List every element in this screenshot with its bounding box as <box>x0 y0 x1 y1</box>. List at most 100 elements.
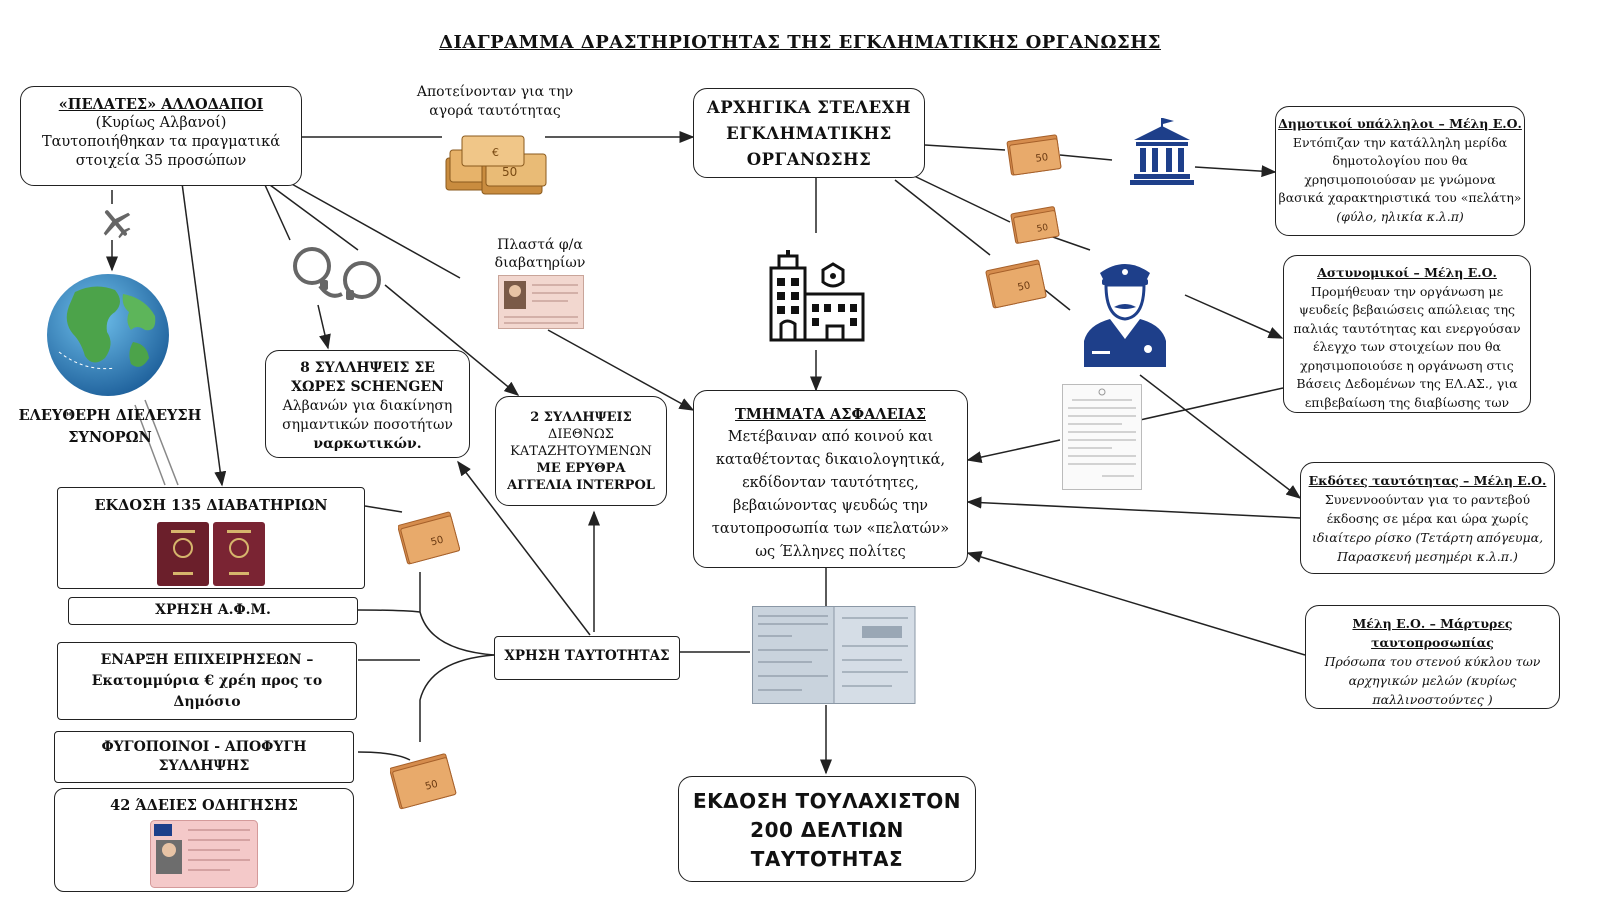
municipal-line1: Εντόπιζαν την κατάλληλη μερίδα <box>1292 134 1508 150</box>
interpol-line2: ΔΙΕΘΝΩΣ <box>547 427 614 442</box>
clients-box: «ΠΕΛΑΤΕΣ» ΑΛΛΟΔΑΠΟΙ (Κυρίως Αλβανοί) Ταυ… <box>20 86 302 186</box>
issue-ids-box: ΕΚΔΟΣΗ ΤΟΥΛΑΧΙΣΤΟΝ 200 ΔΕΛΤΙΩΝ ΤΑΥΤΟΤΗΤΑ… <box>678 776 976 882</box>
diagram-title: ΔΙΑΓΡΑΜΜΑ ΔΡΑΣΤΗΡΙΟΤΗΤΑΣ ΤΗΣ ΕΓΚΛΗΜΑΤΙΚΗ… <box>439 32 1161 53</box>
plastic-passports-label: Πλαστά φ/α διαβατηρίων <box>480 236 600 272</box>
svg-text:50: 50 <box>502 165 517 179</box>
plastic-line1: Πλαστά φ/α <box>497 237 583 253</box>
witnesses-line1: Πρόσωπα του στενού κύκλου των <box>1324 654 1541 669</box>
business-line1: ΕΝΑΡΞΗ ΕΠΙΧΕΙΡΗΣΕΩΝ – <box>100 652 314 668</box>
id-use-box: ΧΡΗΣΗ ΤΑΥΤΟΤΗΤΑΣ <box>494 636 680 680</box>
leaders-line3: ΟΡΓΑΝΩΣΗΣ <box>746 150 872 169</box>
airplane-icon <box>103 210 131 239</box>
witnesses-line2: αρχηγικών μελών (κυρίως <box>1348 673 1517 688</box>
schengen-line1: 8 ΣΥΛΛΗΨΕΙΣ ΣΕ <box>300 360 435 376</box>
handcuffs-icon <box>293 247 381 300</box>
schengen-line5: ναρκωτικών. <box>313 436 422 452</box>
business-line2: Εκατομμύρια € χρέη προς το <box>91 673 323 689</box>
interpol-line1: 2 ΣΥΛΛΗΨΕΙΣ <box>530 410 632 425</box>
money-notes-icon-1: 50 <box>1006 134 1062 176</box>
leaders-line2: ΕΓΚΛΗΜΑΤΙΚΗΣ <box>726 124 892 143</box>
security-box: ΤΜΗΜΑΤΑ ΑΣΦΑΛΕΙΑΣ Μετέβαιναν από κοινού … <box>693 390 968 568</box>
business-line3: Δημόσιο <box>173 694 241 710</box>
security-line2: καταθέτοντας δικαιολογητικά, <box>715 452 946 468</box>
svg-text:50: 50 <box>1035 152 1049 165</box>
approach-line1: Αποτείνονταν για την <box>416 84 574 100</box>
clients-heading: «ΠΕΛΑΤΕΣ» ΑΛΛΟΔΑΠΟΙ <box>58 96 264 113</box>
police-line5: χρησιμοποιούσε η οργάνωση στις <box>1300 357 1514 373</box>
police-heading: Αστυνομικοί – Μέλη Ε.Ο. <box>1317 265 1497 280</box>
passport-photo-page-icon <box>498 275 584 329</box>
money-notes-icon-3: 50 <box>985 259 1047 309</box>
police-line7: επιβεβαίωση της διαβίωσης των <box>1304 394 1510 410</box>
police-line1: Προμήθευαν την οργάνωση με <box>1310 283 1504 299</box>
business-box: ΕΝΑΡΞΗ ΕΠΙΧΕΙΡΗΣΕΩΝ – Εκατομμύρια € χρέη… <box>57 642 357 720</box>
clients-line2: Ταυτοποιήθηκαν τα πραγματικά <box>41 134 281 150</box>
municipal-heading: Δημοτικοί υπάλληλοι – Μέλη Ε.Ο. <box>1278 116 1522 131</box>
police-station-icon <box>769 250 865 342</box>
svg-text:50: 50 <box>1017 280 1032 293</box>
issue-ids-line2: 200 ΔΕΛΤΙΩΝ <box>750 818 904 842</box>
security-line5: ταυτοπροσωπία των «πελατών» <box>711 521 950 537</box>
issuers-heading: Εκδότες ταυτότητας – Μέλη Ε.Ο. <box>1308 473 1547 488</box>
id-card-document-icon <box>752 606 916 704</box>
afm-box: ΧΡΗΣΗ Α.Φ.Μ. <box>68 597 358 625</box>
passports-icon <box>157 522 265 586</box>
police-line2: ψευδείς βεβαιώσεις απώλειας της <box>1298 302 1516 317</box>
money-notes-icon-2: 50 <box>1010 206 1060 244</box>
approach-line2: αγορά ταυτότητας <box>429 103 561 119</box>
police-box: Αστυνομικοί – Μέλη Ε.Ο. Προμήθευαν την ο… <box>1283 255 1531 413</box>
licenses-box: 42 ΆΔΕΙΕΣ ΟΔΗΓΗΣΗΣ <box>54 788 354 892</box>
witnesses-box: Μέλη Ε.Ο. – Μάρτυρες ταυτοπροσωπίας Πρόσ… <box>1305 605 1560 709</box>
leaders-line1: ΑΡΧΗΓΙΚΑ ΣΤΕΛΕΧΗ <box>706 98 912 117</box>
police-line4: έλεγχο των στοιχείων που θα <box>1313 339 1501 354</box>
interpol-line5: ΑΓΓΕΛΙΑ INTERPOL <box>507 478 655 493</box>
issuers-line1: Συνεννοούνταν για το ραντεβού <box>1324 492 1531 507</box>
free-movement-line1: ΕΛΕΥΘΕΡΗ ΔΙΕΛΕΥΣΗ <box>18 407 202 424</box>
witnesses-heading1: Μέλη Ε.Ο. – Μάρτυρες <box>1352 616 1513 631</box>
witnesses-line3: παλλινοστούντες ) <box>1372 692 1493 707</box>
police-line3: παλιάς ταυτότητας και ενεργούσαν <box>1293 320 1521 336</box>
approach-label: Αποτείνονταν για την αγορά ταυτότητας <box>400 83 590 121</box>
municipal-line3: χρησιμοποιούσαν με γνώμονα <box>1304 171 1496 187</box>
id-use-label: ΧΡΗΣΗ ΤΑΥΤΟΤΗΤΑΣ <box>504 648 670 664</box>
money-notes-icon-5: 50 <box>390 753 457 810</box>
licenses-label: 42 ΆΔΕΙΕΣ ΟΔΗΓΗΣΗΣ <box>110 797 298 814</box>
security-line1: Μετέβαιναν από κοινού και <box>727 429 934 445</box>
fugitives-line1: ΦΥΓΟΠΟΙΝΟΙ - ΑΠΟΦΥΓΗ <box>101 739 307 755</box>
svg-text:50: 50 <box>1036 223 1049 235</box>
security-line3: εκδίδονταν ταυτότητες, <box>742 475 919 491</box>
schengen-box: 8 ΣΥΛΛΗΨΕΙΣ ΣΕ ΧΩΡΕΣ SCHENGEN Αλβανών γι… <box>265 350 470 458</box>
issuers-line3: ιδιαίτερο ρίσκο (Τετάρτη απόγευμα, <box>1311 530 1544 545</box>
security-line4: βεβαιώνοντας ψευδώς την <box>733 498 928 514</box>
schengen-line3: Αλβανών για διακίνηση <box>282 398 453 414</box>
interpol-line3: ΚΑΤΑΖΗΤΟΥΜΕΝΩΝ <box>510 444 652 459</box>
issuers-line4: Παρασκευή μεσημέρι κ.λ.π.) <box>1337 549 1518 564</box>
municipal-box: Δημοτικοί υπάλληλοι – Μέλη Ε.Ο. Εντόπιζα… <box>1275 106 1525 236</box>
free-movement-line2: ΣΥΝΟΡΩΝ <box>68 429 152 446</box>
document-form-icon <box>1062 384 1142 490</box>
svg-text:50: 50 <box>430 534 445 548</box>
driving-license-icon <box>150 820 258 888</box>
leaders-box: ΑΡΧΗΓΙΚΑ ΣΤΕΛΕΧΗ ΕΓΚΛΗΜΑΤΙΚΗΣ ΟΡΓΑΝΩΣΗΣ <box>693 88 925 178</box>
interpol-box: 2 ΣΥΛΛΗΨΕΙΣ ΔΙΕΘΝΩΣ ΚΑΤΑΖΗΤΟΥΜΕΝΩΝ ΜΕ ΕΡ… <box>495 396 667 506</box>
fugitives-box: ΦΥΓΟΠΟΙΝΟΙ - ΑΠΟΦΥΓΗ ΣΥΛΛΗΨΗΣ <box>54 731 354 783</box>
issuers-box: Εκδότες ταυτότητας – Μέλη Ε.Ο. Συνεννοού… <box>1300 462 1555 574</box>
municipal-line2: δημοτολογίου που θα <box>1332 153 1468 168</box>
schengen-line4: σημαντικών ποσοτήτων <box>282 417 453 433</box>
police-officer-icon <box>1084 264 1166 367</box>
schengen-line2: ΧΩΡΕΣ SCHENGEN <box>291 379 444 395</box>
afm-label: ΧΡΗΣΗ Α.Φ.Μ. <box>155 602 271 618</box>
issue-ids-line3: ΤΑΥΤΟΤΗΤΑΣ <box>750 847 904 871</box>
police-line6: Βάσεις Δεδομένων της ΕΛ.ΑΣ., για <box>1296 376 1518 391</box>
security-line6: ως Έλληνες πολίτες <box>755 544 906 560</box>
municipal-line4: βασικά χαρακτηριστικά του «πελάτη» <box>1278 190 1522 205</box>
issue-ids-line1: ΕΚΔΟΣΗ ΤΟΥΛΑΧΙΣΤΟΝ <box>693 789 961 813</box>
fugitives-line2: ΣΥΛΛΗΨΗΣ <box>158 758 250 774</box>
passports-label: ΕΚΔΟΣΗ 135 ΔΙΑΒΑΤΗΡΙΩΝ <box>94 497 328 514</box>
svg-text:50: 50 <box>424 779 439 793</box>
interpol-line4: ΜΕ ΕΡΥΘΡΑ <box>536 461 626 476</box>
municipal-line5: (φύλο, ηλικία κ.λ.π) <box>1336 208 1464 224</box>
security-heading: ΤΜΗΜΑΤΑ ΑΣΦΑΛΕΙΑΣ <box>735 406 926 423</box>
issuers-line2: έκδοσης σε μέρα και ώρα χωρίς <box>1326 511 1529 526</box>
